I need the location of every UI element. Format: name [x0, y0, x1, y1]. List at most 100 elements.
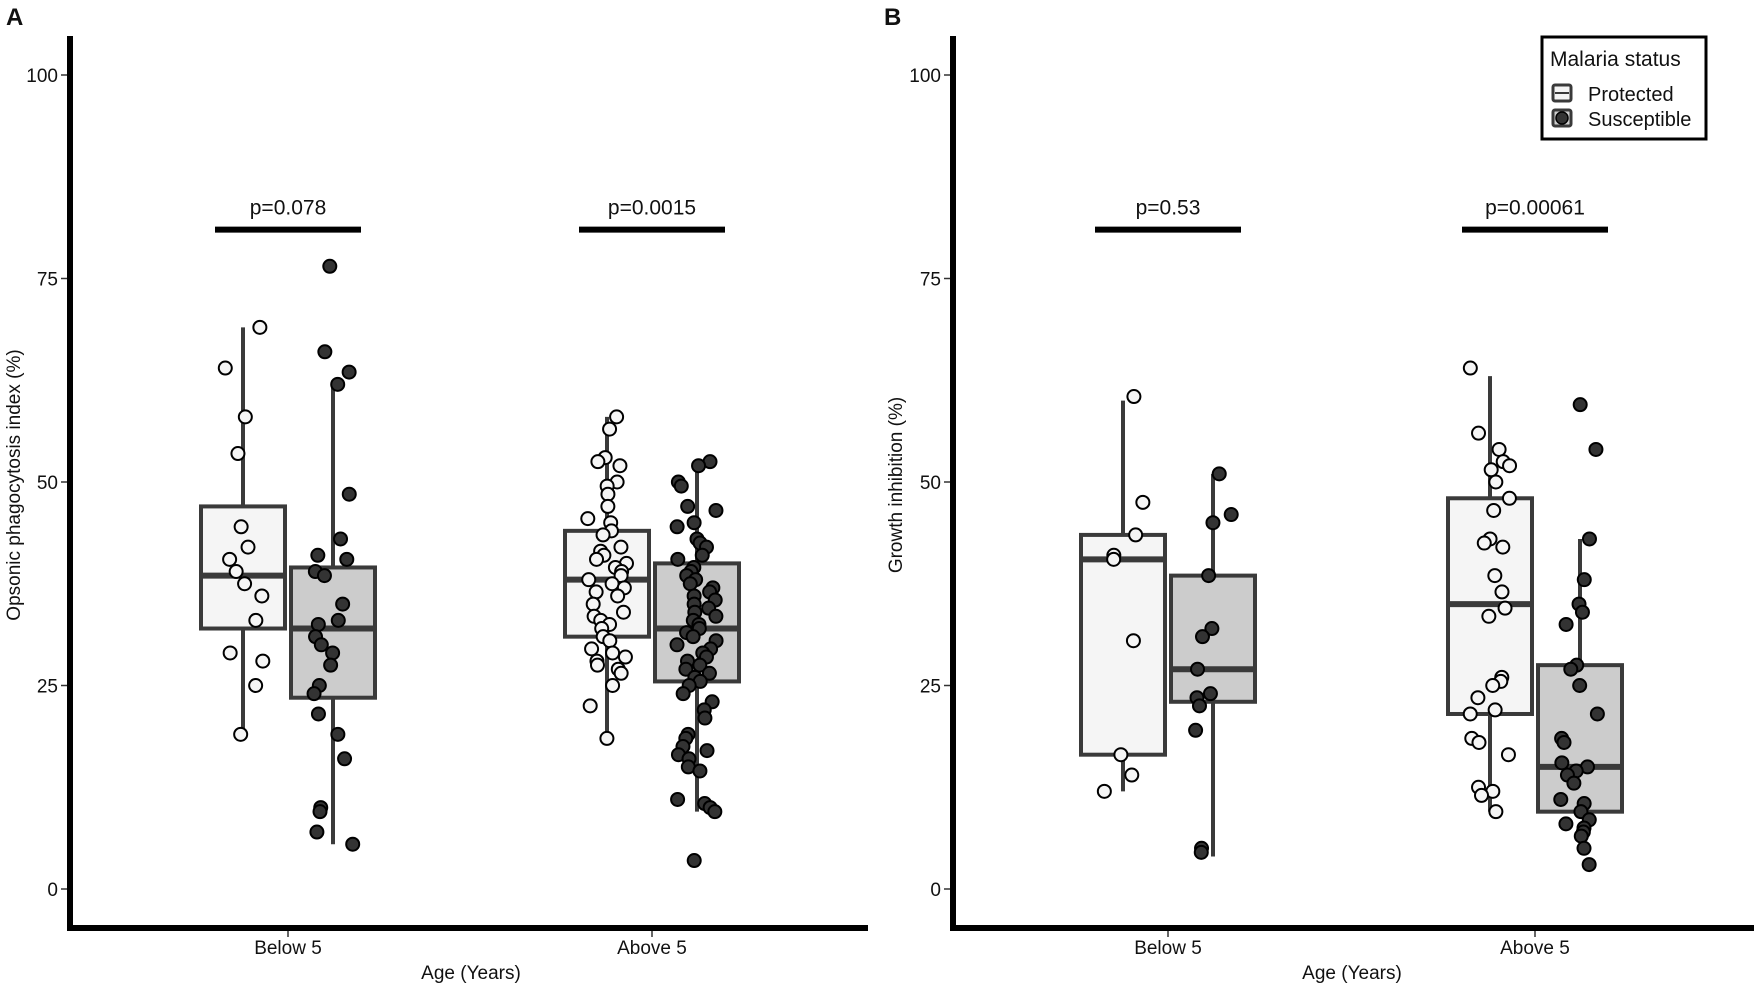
data-point	[1135, 494, 1151, 510]
data-point	[609, 409, 625, 425]
legend-label-susceptible: Susceptible	[1588, 109, 1691, 131]
data-point	[1096, 783, 1112, 799]
data-point	[1125, 633, 1141, 649]
data-point	[1205, 515, 1221, 531]
panel-b-x-axis-title: Age (Years)	[1302, 963, 1402, 984]
data-point	[341, 364, 357, 380]
data-point	[615, 604, 631, 620]
data-point	[313, 637, 329, 653]
data-point	[330, 376, 346, 392]
data-point	[1485, 678, 1501, 693]
box-body	[1169, 573, 1257, 704]
data-point	[1566, 775, 1582, 791]
data-point	[692, 763, 708, 779]
box-susceptible-below-5	[1169, 466, 1257, 860]
data-point	[1188, 722, 1204, 738]
data-point	[217, 360, 233, 376]
data-point	[306, 686, 322, 702]
data-point	[1487, 702, 1503, 718]
data-point	[330, 612, 346, 628]
y-tick-label: 0	[47, 880, 58, 901]
y-tick-label: 75	[920, 270, 941, 291]
data-point	[613, 665, 629, 681]
data-point	[325, 645, 341, 661]
data-point	[228, 564, 244, 580]
data-point	[670, 551, 686, 567]
data-point	[699, 743, 715, 759]
data-point	[613, 539, 629, 555]
data-point	[605, 678, 621, 693]
data-point	[602, 633, 618, 649]
data-point	[1491, 441, 1507, 457]
data-point	[694, 547, 710, 563]
data-point	[1581, 531, 1597, 547]
panel-a-letter: A	[6, 4, 23, 31]
data-point	[252, 319, 268, 335]
data-point	[617, 649, 633, 665]
data-point	[1487, 568, 1503, 584]
data-point	[691, 458, 707, 474]
box-body	[1079, 532, 1167, 757]
data-point	[584, 641, 600, 657]
panel-a-x-axis-title: Age (Years)	[421, 963, 521, 984]
data-point	[233, 519, 249, 535]
y-tick-label: 0	[930, 880, 941, 901]
legend-key-susceptible-point	[1555, 111, 1569, 125]
data-point	[222, 645, 238, 661]
data-point	[237, 576, 253, 592]
data-point	[233, 726, 249, 742]
legend-item-protected: Protected	[1551, 83, 1674, 106]
data-point	[1488, 474, 1504, 490]
data-point	[600, 498, 616, 514]
data-point	[707, 804, 723, 820]
data-point	[612, 458, 628, 474]
legend-label-protected: Protected	[1588, 84, 1674, 106]
data-point	[1502, 458, 1518, 474]
data-point	[222, 551, 238, 567]
data-point	[686, 853, 702, 869]
x-tick-label: Above 5	[617, 938, 687, 959]
data-point	[1556, 734, 1572, 750]
box-protected-above-5	[563, 409, 651, 746]
box-protected-above-5	[1446, 360, 1534, 820]
data-point	[240, 539, 256, 555]
data-point	[588, 584, 604, 600]
data-point	[1588, 441, 1604, 457]
x-tick-label: Above 5	[1500, 938, 1570, 959]
data-point	[610, 588, 626, 604]
p-value-label: p=0.0015	[608, 197, 696, 220]
data-point	[599, 730, 615, 746]
data-point	[581, 572, 597, 588]
data-point	[1558, 816, 1574, 832]
panel-b-y-axis-title: Growth inhibition (%)	[886, 397, 907, 573]
data-point	[1470, 690, 1486, 706]
data-point	[682, 576, 698, 592]
data-point	[339, 551, 355, 567]
data-point	[254, 588, 270, 604]
box-susceptible-above-5	[653, 454, 741, 869]
box-protected-below-5	[1079, 389, 1167, 799]
y-tick-label: 25	[920, 677, 941, 698]
x-tick-label: Below 5	[1134, 938, 1202, 959]
data-point	[237, 409, 253, 425]
data-point	[1124, 767, 1140, 783]
data-point	[337, 751, 353, 767]
data-point	[310, 547, 326, 563]
box-susceptible-below-5	[289, 258, 377, 852]
data-point	[1501, 490, 1517, 506]
data-point	[345, 836, 361, 852]
data-point	[708, 608, 724, 624]
data-point	[680, 498, 696, 514]
data-point	[1486, 502, 1502, 518]
data-point	[580, 511, 596, 527]
data-point	[1201, 568, 1217, 584]
data-point	[317, 344, 333, 360]
data-point	[1191, 698, 1207, 714]
data-point	[1126, 389, 1142, 405]
y-tick-label: 50	[920, 473, 941, 494]
data-point	[1581, 857, 1597, 873]
box-body	[289, 565, 377, 700]
